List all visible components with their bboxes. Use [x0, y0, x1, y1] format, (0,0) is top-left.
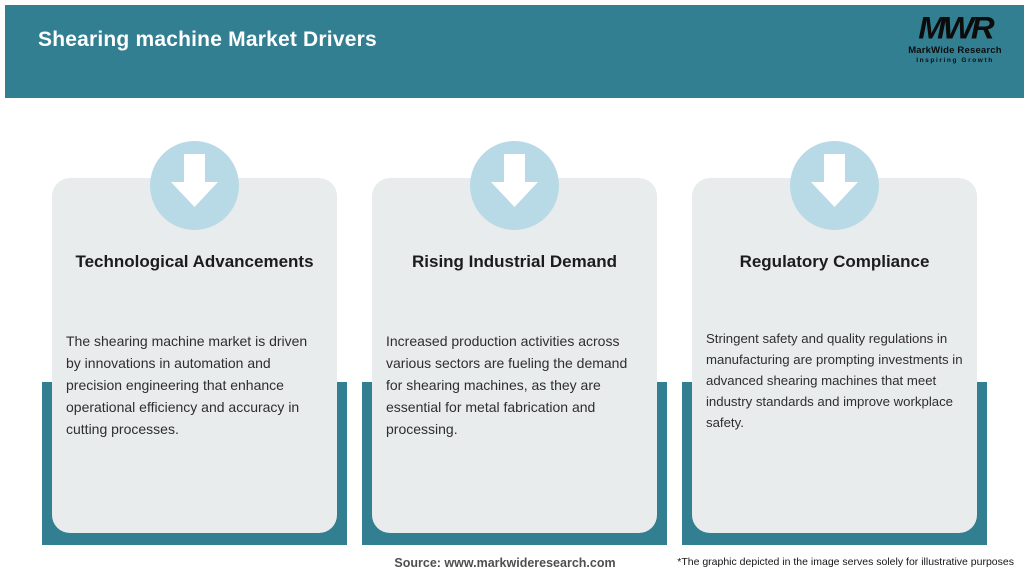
- driver-card-rising-industrial-demand: Rising Industrial Demand Increased produ…: [372, 178, 657, 533]
- card-body-text: Increased production activities across v…: [386, 333, 628, 437]
- card-body-text: Stringent safety and quality regulations…: [706, 331, 963, 430]
- header-bar: Shearing machine Market Drivers MWR Mark…: [5, 5, 1024, 98]
- card-title: Rising Industrial Demand: [412, 252, 617, 271]
- mwr-logo-icon: MWR: [918, 9, 994, 46]
- logo-company-name: MarkWide Research: [908, 44, 1002, 56]
- driver-card-regulatory-compliance: Regulatory Compliance Stringent safety a…: [692, 178, 977, 533]
- driver-card-technological-advancements: Technological Advancements The shearing …: [52, 178, 337, 533]
- page-title: Shearing machine Market Drivers: [38, 28, 377, 51]
- down-arrow-icon: [790, 141, 879, 230]
- down-arrow-icon: [470, 141, 559, 230]
- card-body-text: The shearing machine market is driven by…: [66, 333, 308, 437]
- down-arrow-icon: [150, 141, 239, 230]
- logo-tagline: Inspiring Growth: [916, 56, 994, 64]
- card-title: Technological Advancements: [75, 252, 314, 271]
- disclaimer-note: *The graphic depicted in the image serve…: [677, 556, 1014, 568]
- markwide-logo: MWR MarkWide Research Inspiring Growth: [900, 9, 1010, 64]
- source-attribution: Source: www.markwideresearch.com: [394, 556, 616, 570]
- card-title: Regulatory Compliance: [739, 252, 930, 271]
